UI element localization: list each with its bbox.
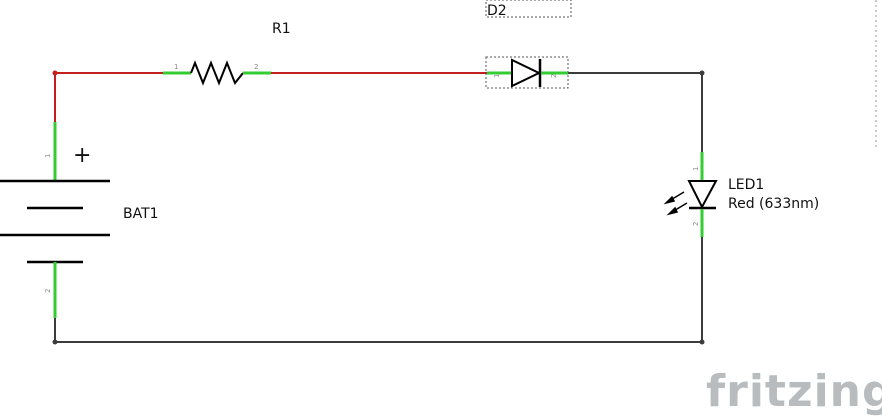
resistor-zigzag [190,60,244,86]
junction-dot [52,70,58,76]
resistor-pin1-label: 1 [174,63,178,71]
diode-label-frame [485,0,572,18]
battery-pin2-label: 2 [44,289,52,293]
junctions [52,70,705,345]
junction-dot [699,70,705,76]
led-triangle [687,180,718,210]
diode-triangle [511,58,542,88]
diode-d2[interactable]: D2 1 2 [485,0,572,89]
led-pin1-label: 1 [692,167,700,171]
battery-pin1-label: 1 [44,154,52,158]
resistor-r1[interactable]: R1 1 2 [163,21,291,86]
resistor-pin2-label: 2 [254,63,258,71]
led-emission-arrows-icon [663,191,688,216]
junction-dot [52,339,58,345]
led-ref-label: LED1 [728,177,764,193]
diode-pin1-label: 1 [493,74,501,78]
battery-bat1[interactable]: 1 + 2 BAT1 [0,122,159,318]
led-led1[interactable]: 1 2 LED1 Red (633nm) [663,152,819,237]
wire-group-dark [54,72,703,343]
led-value-label: Red (633nm) [728,196,819,212]
fritzing-logo: fritzing [706,366,882,417]
resistor-ref-label: R1 [272,21,291,37]
junction-dot [699,339,705,345]
diode-pin2-label: 2 [550,74,558,78]
led-pin2-label: 2 [692,222,700,226]
wire-group-red [54,72,487,122]
diode-ref-label: D2 [487,3,507,19]
battery-ref-label: BAT1 [123,206,159,222]
battery-plus-sign: + [73,143,91,168]
